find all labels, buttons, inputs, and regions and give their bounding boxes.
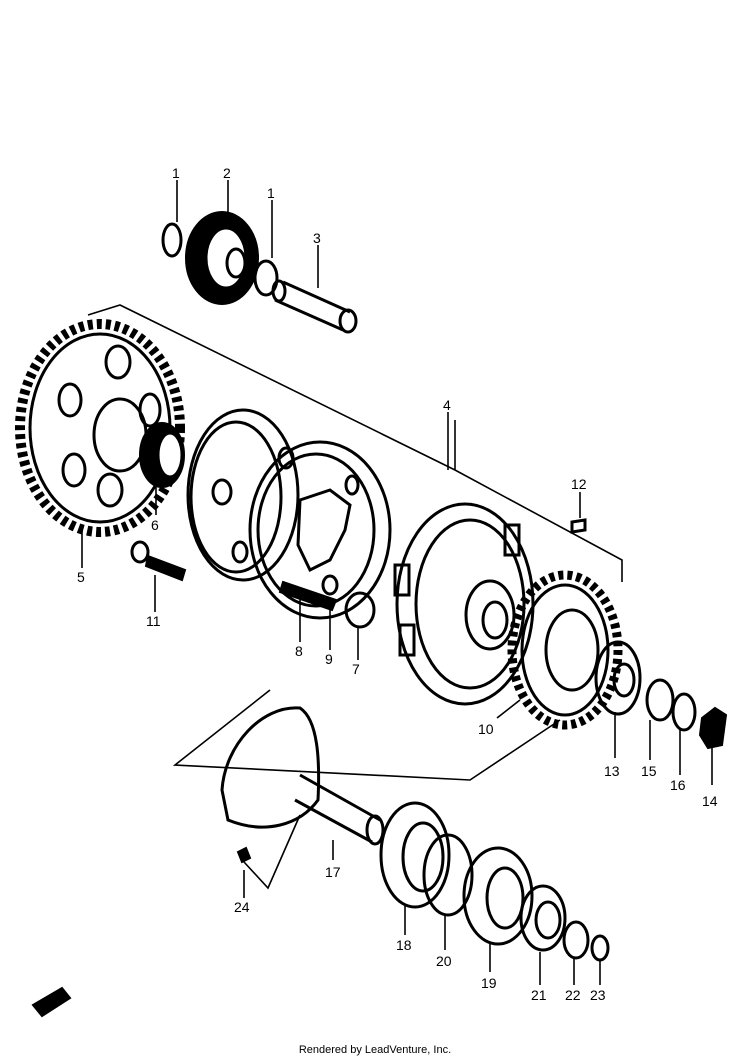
callout-4: 4 — [443, 397, 451, 413]
crankshaft-17 — [220, 706, 385, 846]
washer-15 — [645, 678, 675, 722]
callout-8: 8 — [295, 643, 303, 659]
callout-10: 10 — [478, 721, 494, 737]
one-way-clutch-housing — [248, 440, 392, 620]
starter-gear-10 — [507, 570, 623, 730]
bolt-11 — [130, 540, 187, 582]
callout-20: 20 — [436, 953, 452, 969]
callout-21: 21 — [531, 987, 547, 1003]
callout-16: 16 — [670, 777, 686, 793]
spacer-22 — [562, 920, 590, 960]
key-24 — [236, 846, 252, 864]
callout-18: 18 — [396, 937, 412, 953]
needle-bearing-6 — [139, 422, 185, 488]
footer-credit: Rendered by LeadVenture, Inc. — [298, 1044, 452, 1056]
callout-1a: 1 — [172, 165, 180, 181]
callout-7: 7 — [352, 661, 360, 677]
nut-14 — [698, 706, 728, 750]
callout-12: 12 — [571, 476, 587, 492]
callout-23: 23 — [590, 987, 606, 1003]
bearing-18 — [379, 801, 451, 909]
callout-6: 6 — [151, 517, 159, 533]
thrust-washer-1a — [161, 222, 183, 258]
spring-8 — [278, 580, 338, 612]
bearing-19 — [462, 846, 534, 946]
hub-13 — [594, 640, 642, 716]
assembly-bracket-upper — [87, 304, 623, 582]
callout-3: 3 — [313, 230, 321, 246]
callout-14: 14 — [702, 793, 718, 809]
circlip-20 — [422, 833, 474, 917]
direction-marker — [31, 986, 72, 1018]
gear-shaft-3 — [271, 279, 358, 334]
thrust-washer-1b — [253, 259, 279, 297]
callout-9: 9 — [325, 651, 333, 667]
oil-seal-21 — [519, 884, 567, 952]
callout-17: 17 — [325, 864, 341, 880]
leader-lines — [81, 180, 713, 985]
callout-19: 19 — [481, 975, 497, 991]
circlip-23 — [590, 934, 610, 962]
callout-22: 22 — [565, 987, 581, 1003]
washer-16 — [671, 692, 697, 732]
callout-5: 5 — [77, 569, 85, 585]
callout-2: 2 — [223, 165, 231, 181]
callout-15: 15 — [641, 763, 657, 779]
callout-11: 11 — [146, 613, 161, 629]
assembly-bracket-lower — [172, 689, 561, 781]
small-gear-2 — [185, 211, 259, 305]
pin-12 — [570, 518, 587, 534]
callout-1b: 1 — [267, 185, 275, 201]
callout-13: 13 — [604, 763, 620, 779]
clutch-drum-4 — [393, 502, 535, 706]
clutch-plate — [186, 408, 300, 582]
plunger-7 — [344, 591, 376, 629]
callout-24: 24 — [234, 899, 250, 915]
